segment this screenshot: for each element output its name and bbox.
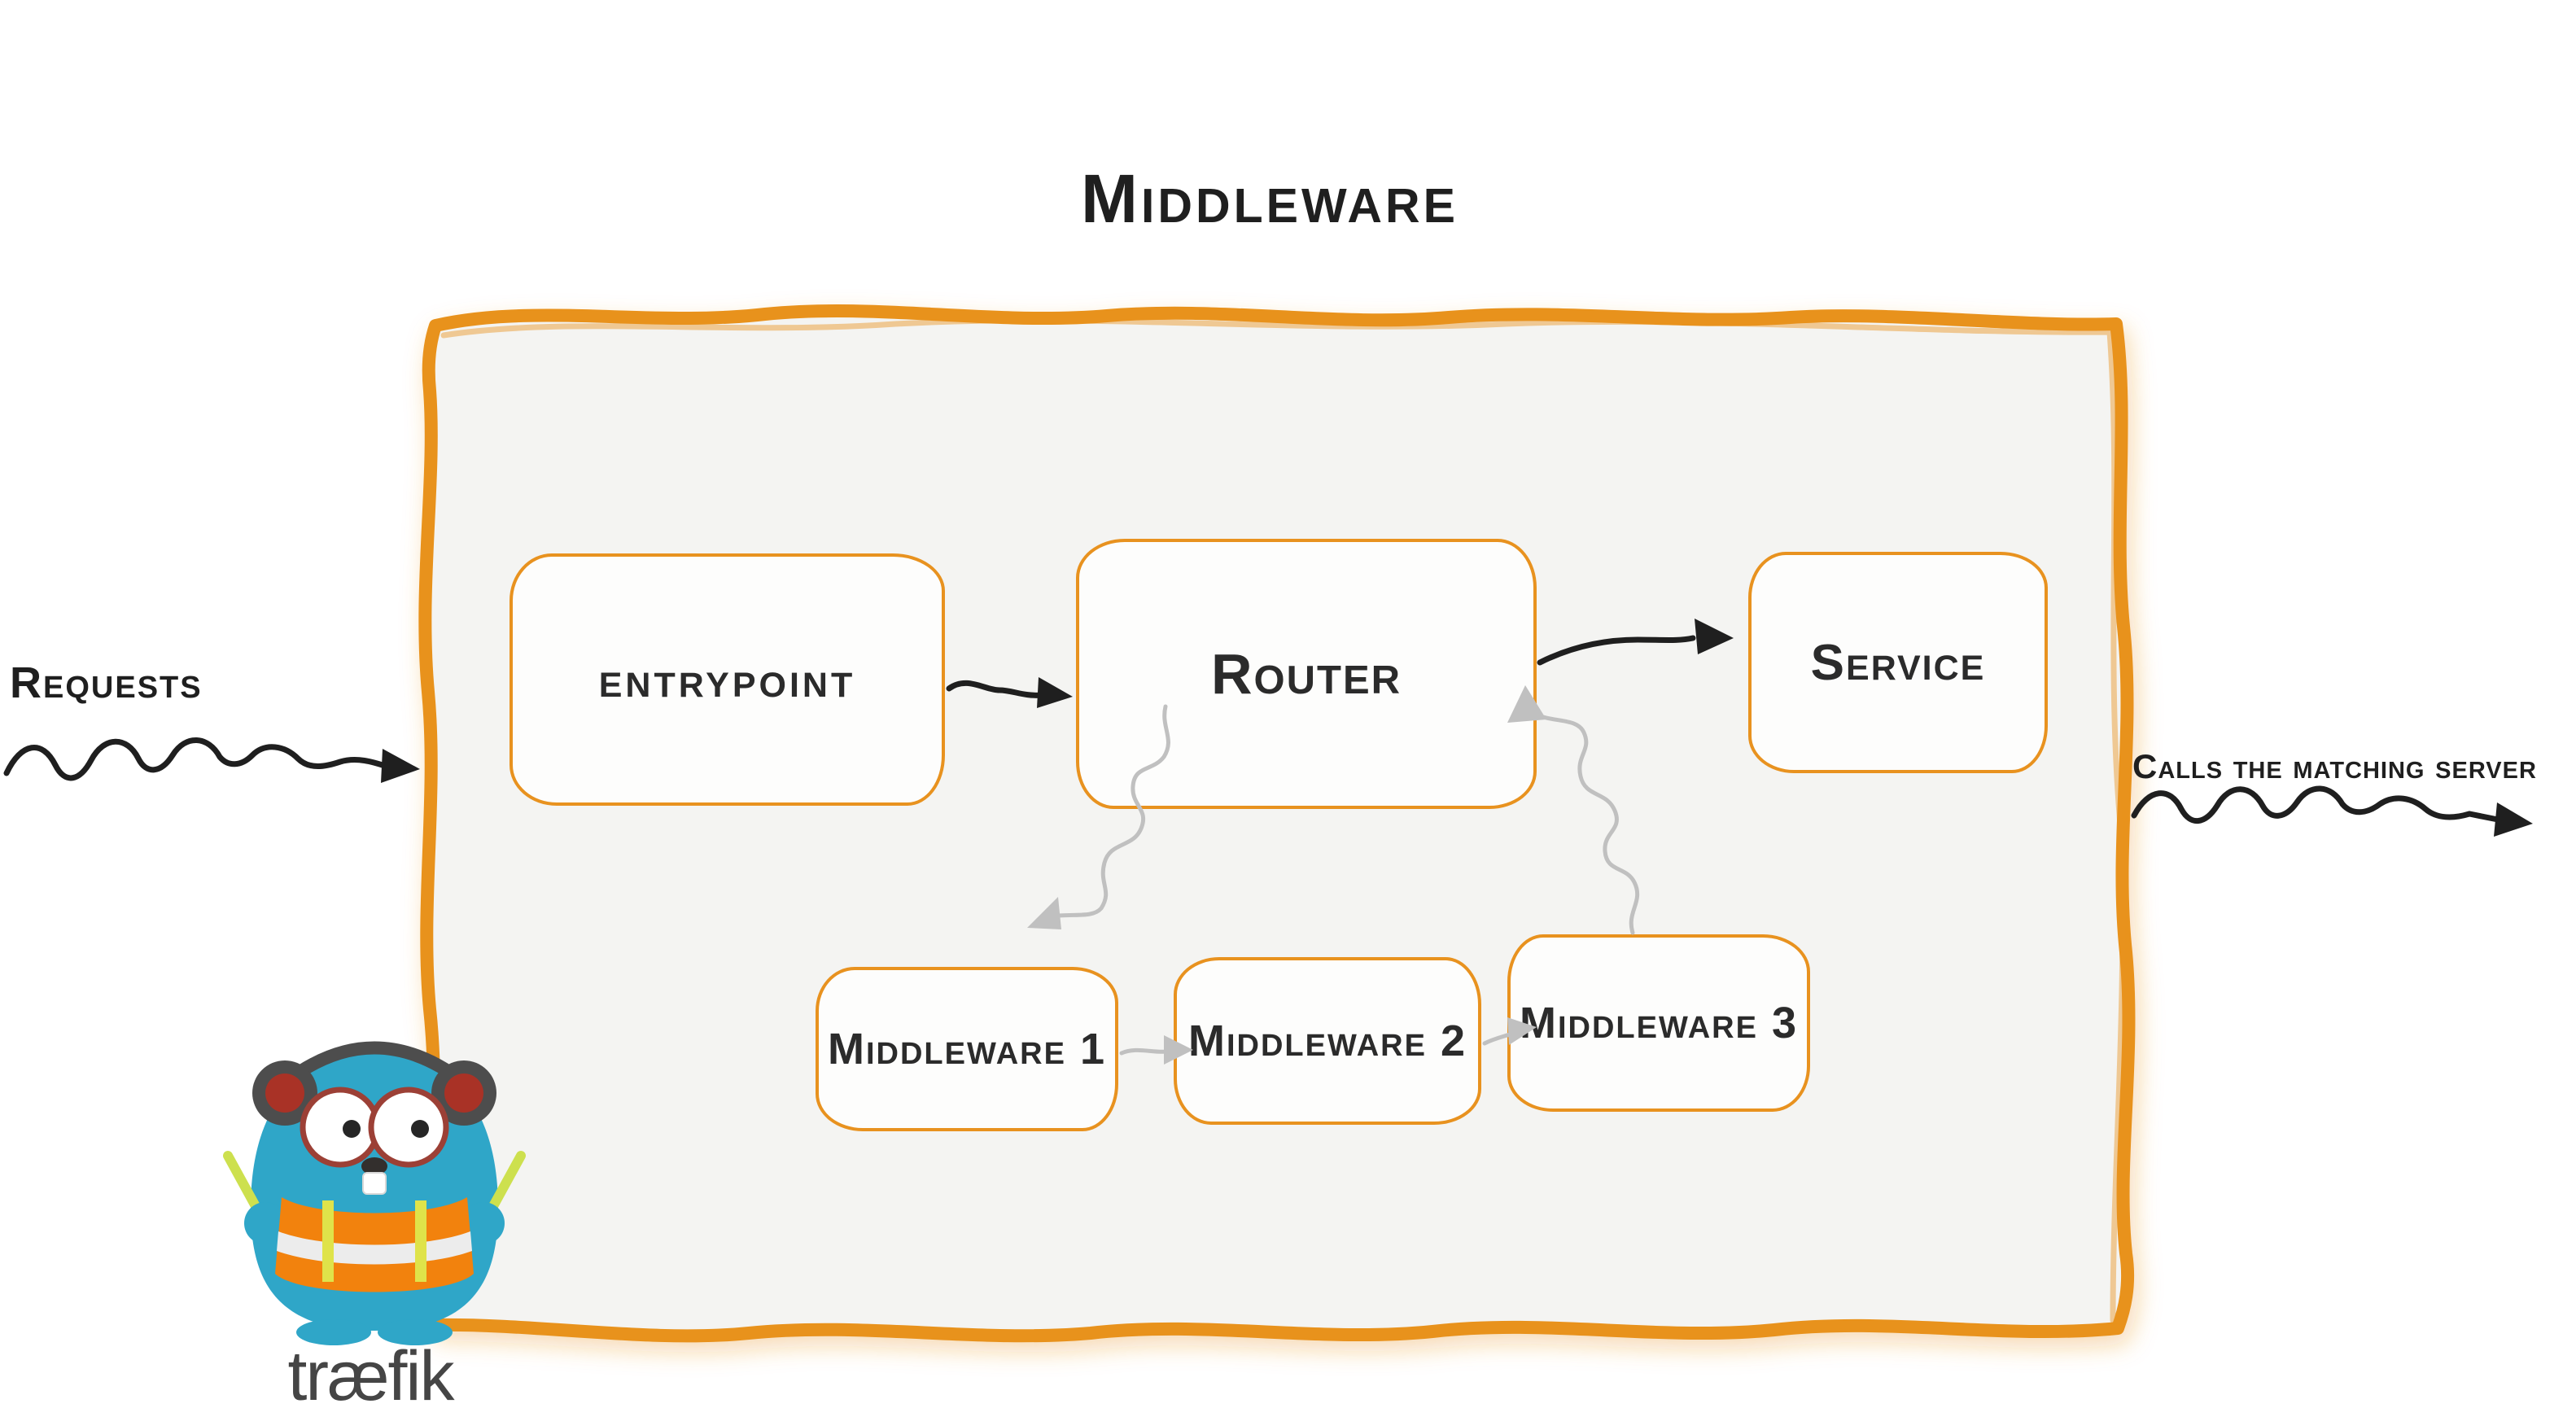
headphone-cup-left-inner	[265, 1073, 304, 1113]
container-border	[418, 304, 2136, 1343]
goggle-right	[368, 1087, 449, 1168]
traefik-wordmark: træfik	[287, 1337, 455, 1408]
diagram-title: Middleware	[1081, 160, 1459, 237]
node-middleware-1: Middleware 1	[816, 967, 1118, 1131]
arrowhead	[1037, 677, 1073, 708]
node-middleware-1-label: Middleware 1	[827, 1025, 1107, 1073]
node-router: Router	[1076, 539, 1537, 809]
arrow-to-matching-server	[2131, 785, 2533, 837]
vest-stripe-left	[322, 1200, 334, 1282]
calls-matching-server-label: Calls the matching server	[2132, 747, 2537, 785]
traefik-gopher-logo	[223, 1041, 526, 1345]
gopher-teeth	[362, 1172, 387, 1195]
node-middleware-3-label: Middleware 3	[1519, 999, 1799, 1047]
container-border-second-stroke	[440, 317, 2126, 1323]
arrow-router-to-service	[1537, 619, 1734, 666]
arrowhead	[1027, 897, 1061, 929]
node-middleware-3: Middleware 3	[1507, 934, 1810, 1112]
arrowhead	[2494, 802, 2533, 837]
pupil-left	[343, 1120, 361, 1138]
gopher-nose	[361, 1157, 387, 1175]
pupil-right	[411, 1120, 429, 1138]
node-entrypoint-label: entrypoint	[598, 651, 856, 708]
arrowhead	[1695, 619, 1734, 654]
arrowhead	[381, 749, 420, 783]
node-router-label: Router	[1210, 642, 1402, 706]
vest-stripe-right	[415, 1200, 426, 1282]
goggle-left	[300, 1087, 381, 1168]
gopher-arm-left	[244, 1202, 286, 1244]
arrow-entrypoint-to-router	[946, 677, 1073, 708]
gopher-foot-left	[296, 1319, 371, 1345]
arrow-requests-to-entrypoint	[3, 737, 420, 783]
node-service-label: Service	[1810, 634, 1986, 691]
requests-label: Requests	[10, 658, 203, 707]
node-middleware-2-label: Middleware 2	[1187, 1017, 1467, 1065]
node-middleware-2: Middleware 2	[1174, 957, 1481, 1125]
headphone-cup-right-inner	[444, 1073, 483, 1113]
node-entrypoint: entrypoint	[510, 553, 945, 806]
node-service: Service	[1748, 552, 2048, 773]
